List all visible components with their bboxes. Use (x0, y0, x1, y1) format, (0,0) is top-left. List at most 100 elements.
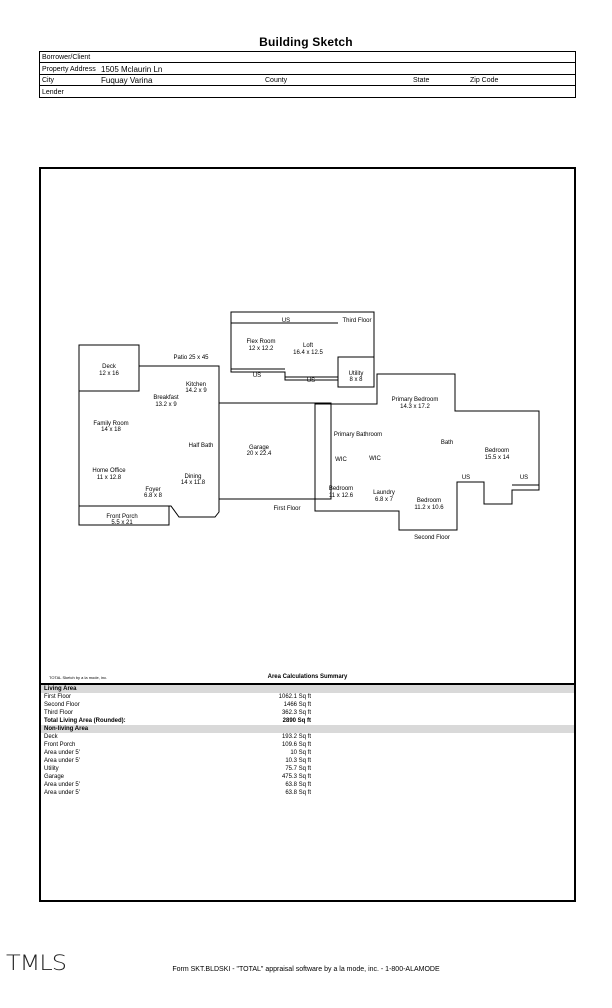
area-label: Area under 5' (44, 782, 80, 788)
laundry-dim: 6.8 x 7 (375, 497, 394, 503)
family-room-label: Family Room (93, 421, 128, 427)
area-label: Area under 5' (44, 790, 80, 796)
utility-label: Utility (349, 371, 364, 377)
us-label-top: US (282, 318, 290, 324)
area-value: 193.2 Sq ft (281, 734, 311, 740)
area-label: Deck (44, 734, 58, 740)
bedroom-1-label: Bedroom (485, 448, 509, 454)
area-label: Front Porch (44, 742, 76, 748)
utility-outline (337, 356, 375, 388)
city-row: City Fuquay Varina County State Zip Code (40, 75, 575, 86)
total-living-label: Total Living Area (Rounded): (44, 718, 126, 724)
family-room-dim: 14 x 18 (101, 427, 121, 433)
area-row: Third Floor 362.3 Sq ft (41, 709, 574, 717)
total-living-value: 2890 Sq ft (282, 718, 311, 724)
area-value: 475.3 Sq ft (281, 774, 311, 780)
address-row: Property Address 1505 Mclaurin Ln (40, 64, 575, 75)
us-label-mid: US (307, 378, 315, 384)
garage-outline (218, 402, 332, 500)
area-label: Area under 5' (44, 758, 80, 764)
front-porch-label: Front Porch (106, 514, 137, 520)
loft-dim: 16.4 x 12.5 (293, 350, 323, 356)
area-label: Garage (44, 774, 65, 780)
area-row: Area under 5' 63.8 Sq ft (41, 789, 574, 797)
summary-divider (41, 683, 574, 685)
patio-label: Patio 25 x 45 (173, 355, 209, 361)
kitchen-dim: 14.2 x 9 (185, 388, 207, 394)
living-area-heading: Living Area (41, 685, 574, 693)
bedroom-3-label: Bedroom (417, 498, 441, 504)
city-value: Fuquay Varina (101, 76, 153, 85)
area-value: 63.8 Sq ft (285, 782, 311, 788)
second-floor-outline (314, 373, 540, 531)
form-footer: Form SKT.BLDSKI - "TOTAL" appraisal soft… (172, 966, 440, 973)
area-row: Front Porch 109.6 Sq ft (41, 741, 574, 749)
area-value: 75.7 Sq ft (285, 766, 311, 772)
city-label: City (42, 77, 55, 84)
page-title: Building Sketch (259, 35, 353, 49)
primary-bathroom-label: Primary Bathroom (334, 432, 382, 438)
lender-label: Lender (42, 89, 64, 96)
borrower-label: Borrower/Client (42, 54, 91, 61)
area-row: Area under 5' 63.8 Sq ft (41, 781, 574, 789)
sketch-credit: TOTAL Sketch by a la mode, inc. (49, 675, 108, 680)
area-row: Area under 5'10 Sq ft (41, 749, 574, 757)
loft-label: Loft (303, 343, 313, 349)
address-label: Property Address (42, 66, 96, 73)
second-floor-label: Second Floor (414, 535, 450, 541)
area-summary-title: Area Calculations Summary (267, 674, 348, 680)
area-label: Area under 5' (44, 750, 80, 756)
borrower-row: Borrower/Client (40, 52, 575, 63)
half-bath-label: Half Bath (189, 443, 214, 449)
us-label-right-b: US (520, 475, 528, 481)
utility-dim: 8 x 8 (349, 377, 363, 383)
dining-label: Dining (184, 474, 201, 480)
lender-row: Lender (40, 87, 575, 98)
wic-label-1: WIC (335, 457, 347, 463)
address-value: 1505 Mclaurin Ln (101, 65, 163, 74)
property-header: Borrower/Client Property Address 1505 Mc… (39, 51, 576, 98)
home-office-label: Home Office (92, 468, 126, 474)
us-label-right-a: US (462, 475, 470, 481)
area-label: Second Floor (44, 702, 80, 708)
area-label: Third Floor (44, 710, 74, 716)
sketch-frame: Patio 25 x 45 Deck 12 x 16 Kitchen 14.2 … (39, 167, 576, 902)
front-porch-dim: 5.5 x 21 (111, 520, 133, 526)
area-value: 362.3 Sq ft (281, 710, 311, 716)
bedroom-3-dim: 11.2 x 10.6 (414, 505, 444, 511)
state-label: State (413, 77, 430, 84)
non-living-area-heading: Non-living Area (41, 725, 574, 733)
breakfast-dim: 13.2 x 9 (155, 402, 177, 408)
garage-label: Garage (249, 445, 270, 451)
total-living-row: Total Living Area (Rounded): 2890 Sq ft (41, 717, 574, 725)
garage-dim: 20 x 22.4 (247, 451, 272, 457)
county-label: County (265, 77, 288, 84)
foyer-dim: 6.8 x 8 (144, 493, 163, 499)
area-row: Area under 5' 10.3 Sq ft (41, 757, 574, 765)
area-value: 63.8 Sq ft (285, 790, 311, 796)
foyer-label: Foyer (145, 487, 160, 493)
second-floor (314, 373, 540, 531)
bedroom-1-dim: 15.5 x 14 (485, 455, 510, 461)
zip-label: Zip Code (470, 77, 499, 84)
primary-bedroom-dim: 14.3 x 17.2 (400, 404, 430, 410)
first-floor (78, 344, 332, 526)
area-value: 109.6 Sq ft (281, 742, 311, 748)
wic-label-2: WIC (369, 456, 381, 462)
front-porch-outline (78, 505, 170, 526)
flex-room-dim: 12 x 12.2 (249, 346, 274, 352)
laundry-label: Laundry (373, 490, 395, 496)
area-label: First Floor (44, 694, 71, 700)
primary-bedroom-label: Primary Bedroom (392, 397, 439, 403)
kitchen-label: Kitchen (186, 382, 206, 388)
third-floor (230, 311, 375, 388)
floor-plan-sketch: Patio 25 x 45 Deck 12 x 16 Kitchen 14.2 … (78, 311, 540, 541)
area-value: 10.3 Sq ft (285, 758, 311, 764)
bedroom-2-label: Bedroom (329, 486, 353, 492)
us-label-left: US (253, 373, 261, 379)
third-floor-label: Third Floor (342, 318, 371, 324)
